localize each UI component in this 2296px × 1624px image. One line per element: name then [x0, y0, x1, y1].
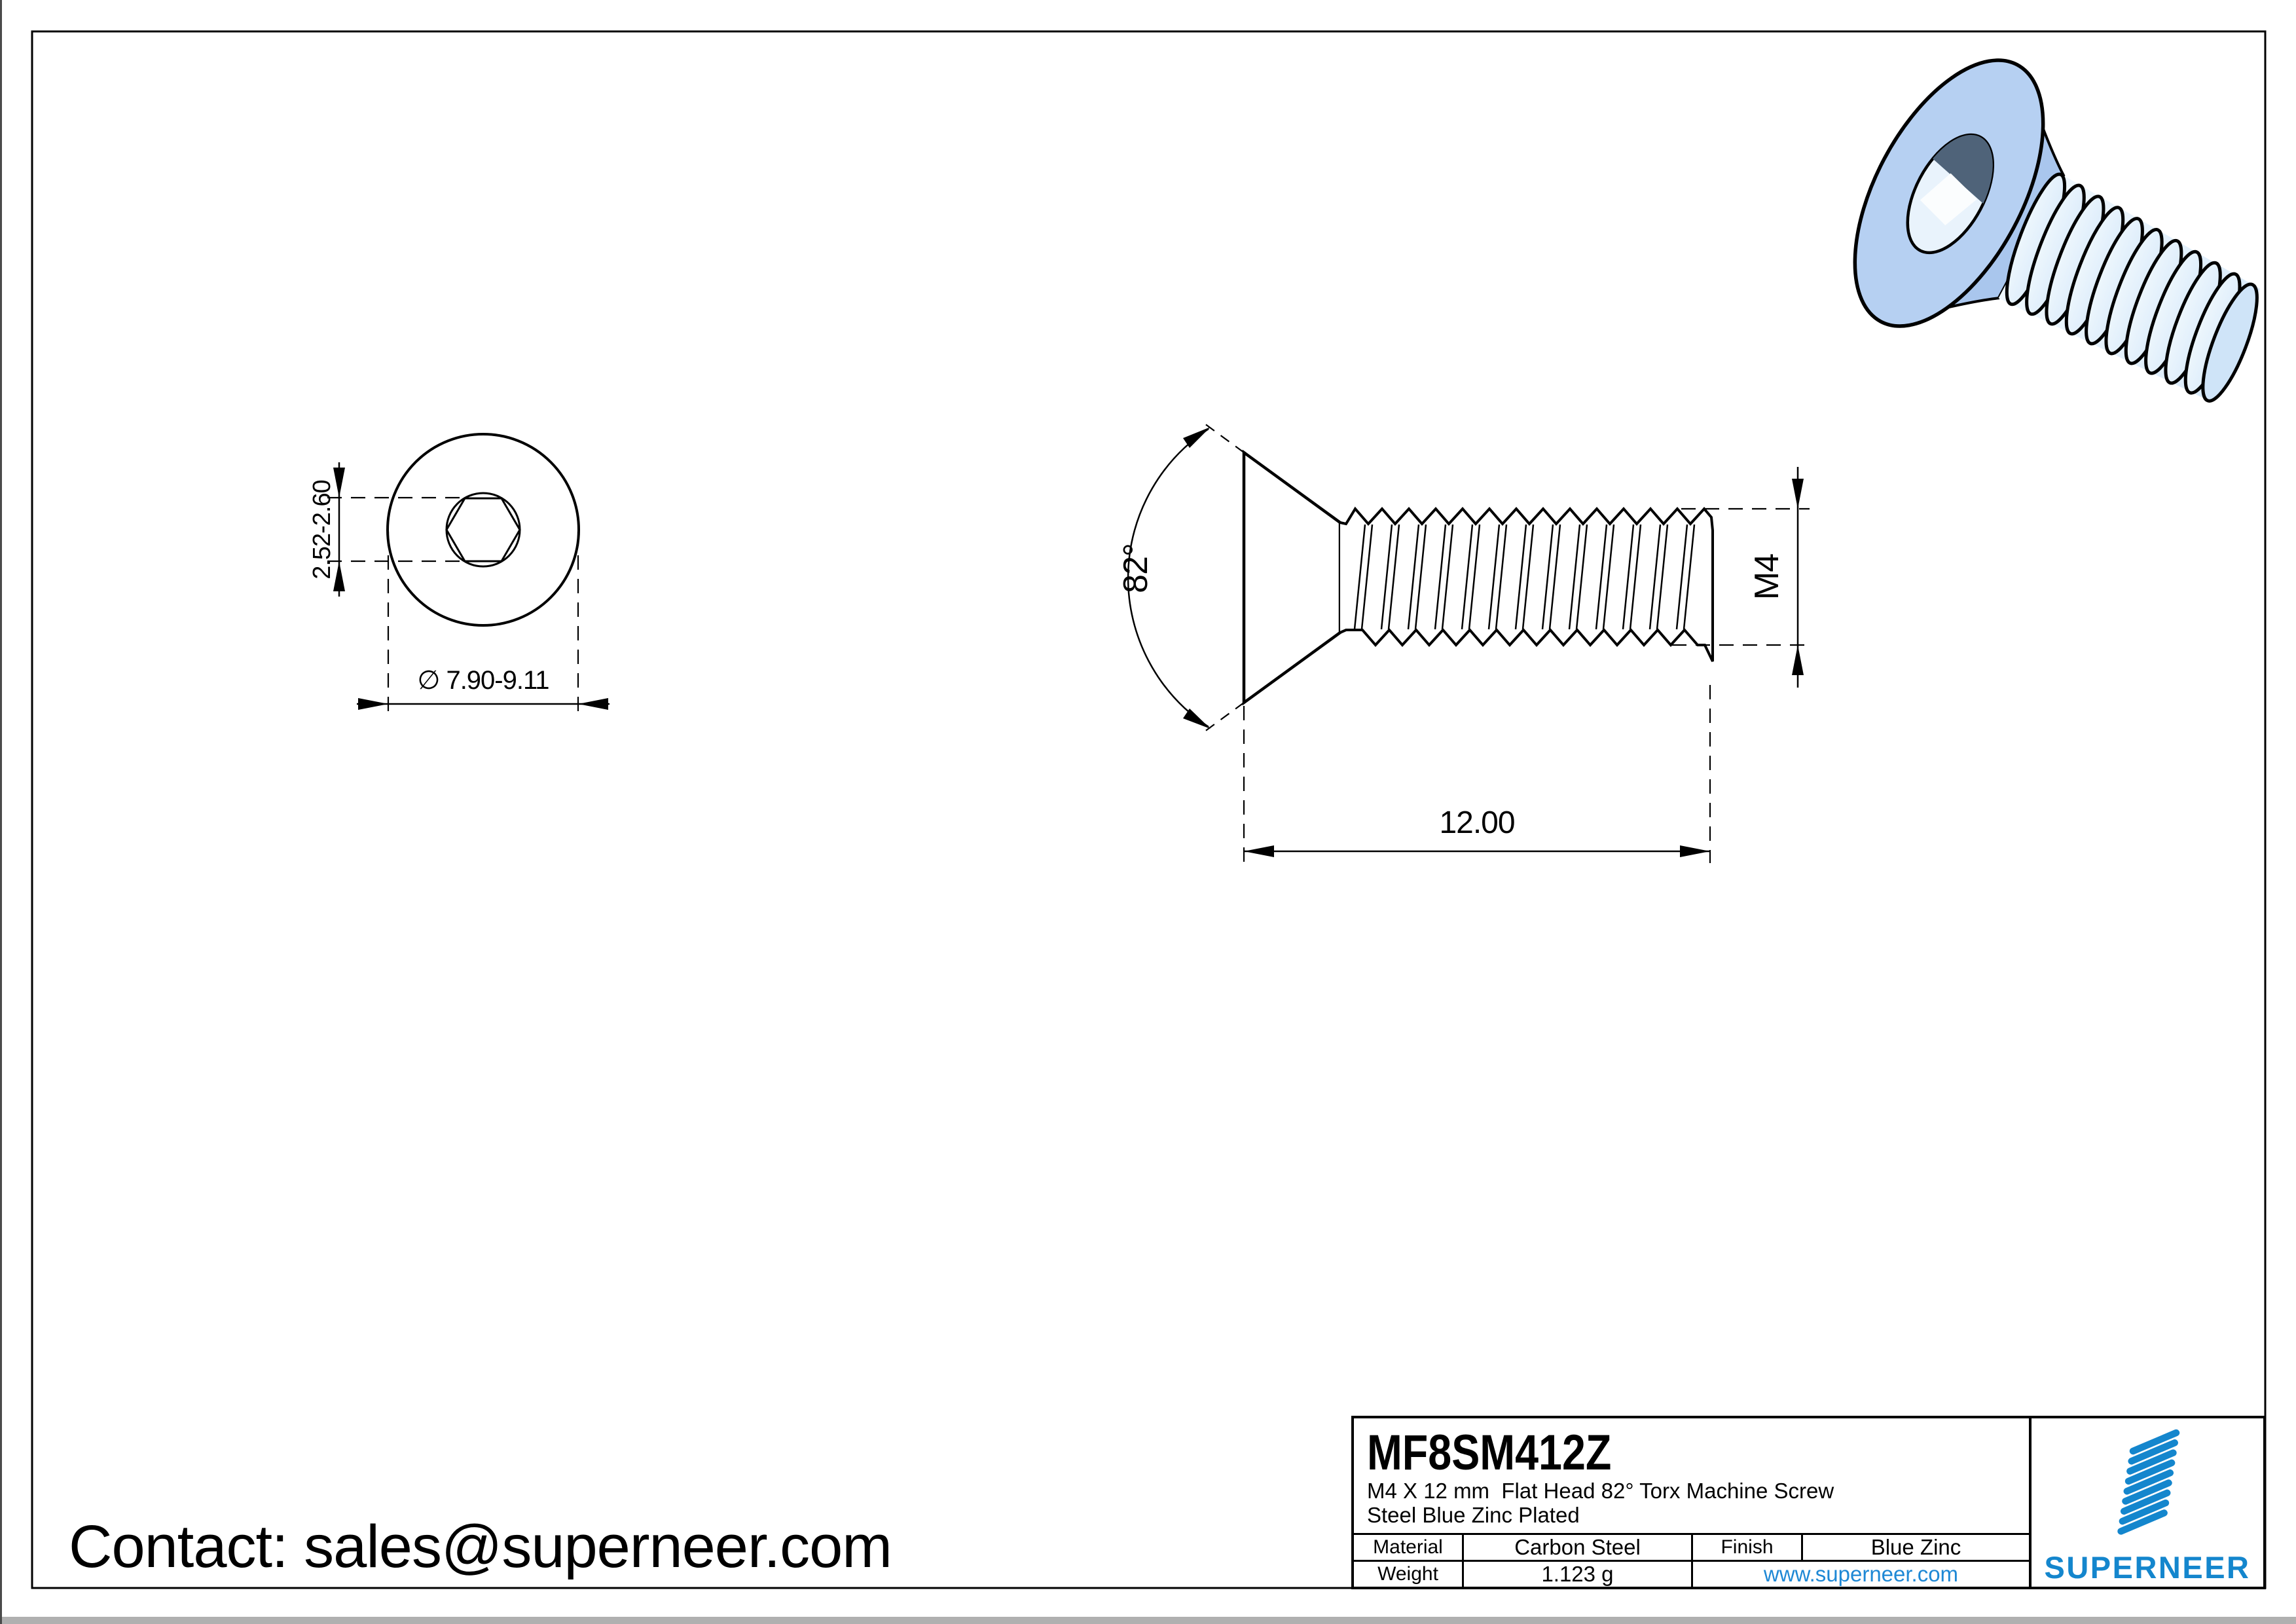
angle-extension-bottom	[1201, 702, 1245, 734]
thread-dia-extension-lines	[1672, 507, 1810, 646]
screw-3d-render	[1853, 58, 2261, 403]
angle-arc	[1127, 428, 1209, 728]
page-border	[31, 30, 2267, 1589]
website-link[interactable]: www.superneer.com	[1763, 1562, 1959, 1586]
angle-extension-top	[1201, 421, 1245, 453]
thread-flank-lines	[1353, 524, 1688, 630]
thread-flank-lines	[1360, 524, 1696, 630]
brand-logo-cell: SUPERNEER	[2029, 1418, 2263, 1587]
weight-label: Weight	[1354, 1562, 1464, 1587]
window-left-edge	[0, 0, 2, 1624]
part-description-line1: M4 X 12 mm Flat Head 82° Torx Machine Sc…	[1367, 1479, 1834, 1503]
title-block-info: MF8SM412Z M4 X 12 mm Flat Head 82° Torx …	[1354, 1418, 2029, 1587]
finish-label: Finish	[1693, 1535, 1803, 1560]
arrowhead	[358, 698, 388, 710]
screw-3d-threads	[2005, 172, 2242, 395]
head-diameter-label: ∅ 7.90-9.11	[417, 666, 549, 695]
part-header: MF8SM412Z M4 X 12 mm Flat Head 82° Torx …	[1354, 1418, 2029, 1533]
title-block: MF8SM412Z M4 X 12 mm Flat Head 82° Torx …	[1351, 1416, 2266, 1589]
length-extension-lines	[1243, 685, 1711, 863]
arrowhead	[1792, 645, 1804, 675]
superneer-logo-stripes-icon	[2117, 1429, 2180, 1535]
socket-extension-lines	[327, 496, 460, 563]
arrowhead	[1792, 479, 1804, 509]
length-label: 12.00	[1439, 805, 1514, 840]
side-view: 82° M4 12.00	[1117, 421, 1810, 863]
finish-value: Blue Zinc	[1870, 1535, 1961, 1559]
socket-hexagon	[445, 497, 521, 563]
part-description-line2: Steel Blue Zinc Plated	[1367, 1503, 1580, 1527]
arrowhead	[1183, 427, 1211, 448]
arrowhead	[578, 698, 608, 710]
arrowhead	[1680, 845, 1710, 857]
countersink-angle-label: 82°	[1117, 544, 1155, 593]
head-outline-circle	[386, 433, 580, 627]
window-bottom-edge	[0, 1617, 2296, 1624]
material-value: Carbon Steel	[1464, 1535, 1693, 1560]
material-finish-row: Material Carbon Steel Finish Blue Zinc	[1354, 1533, 2029, 1560]
thread-size-label: M4	[1748, 554, 1786, 600]
arrowhead	[1244, 845, 1274, 857]
front-view: 2.52-2.60 ∅ 7.90-9.11	[308, 433, 610, 715]
socket-dim-label: 2.52-2.60	[308, 480, 336, 580]
arrowhead	[1183, 709, 1211, 729]
head-profile	[1242, 449, 1342, 706]
weight-website-row: Weight 1.123 g www.superneer.com	[1354, 1560, 2029, 1587]
contact-line: Contact: sales@superneer.com	[69, 1513, 892, 1580]
part-number: MF8SM412Z	[1367, 1425, 1612, 1481]
arrowhead	[333, 468, 345, 498]
brand-name: SUPERNEER	[2044, 1550, 2251, 1585]
diameter-extension-lines	[387, 532, 579, 715]
weight-value: 1.123 g	[1464, 1562, 1693, 1587]
arrowhead	[333, 561, 345, 591]
material-label: Material	[1354, 1535, 1464, 1560]
socket-circle	[445, 492, 521, 568]
screw-3d-tip	[2201, 282, 2259, 403]
